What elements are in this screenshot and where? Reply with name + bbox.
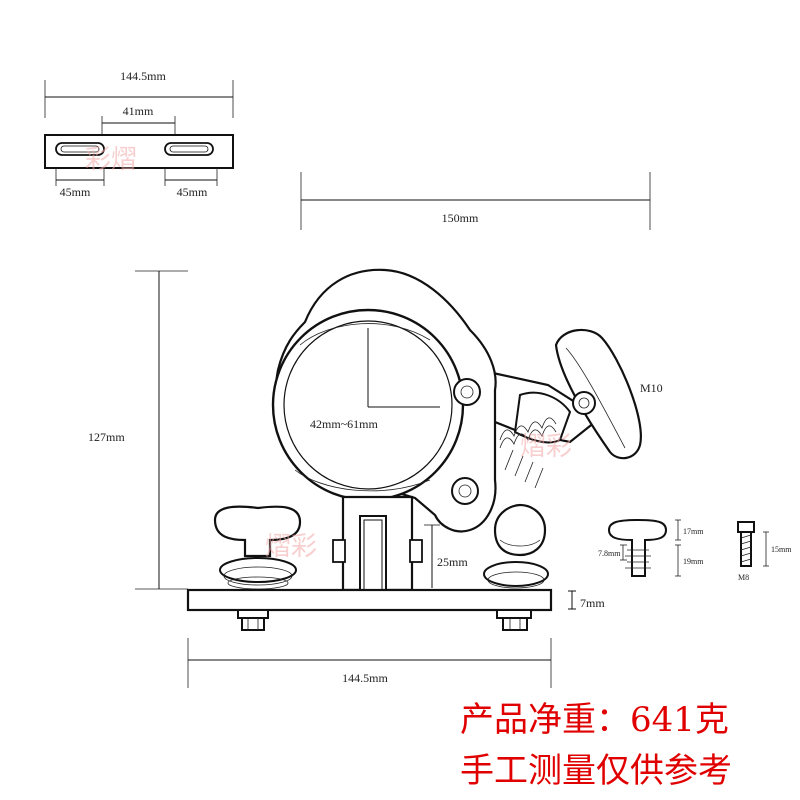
base-plate [186, 588, 553, 612]
post-height-label: 25mm [437, 555, 468, 569]
upper-bolt [453, 378, 481, 406]
bolt-length-label: 15mm [771, 545, 792, 554]
weight-note: 产品净重：641克 [460, 700, 729, 740]
slot-spacing-label: 41mm [123, 104, 154, 118]
knob-bottom-label: 19mm [683, 557, 704, 566]
left-nut [237, 609, 269, 631]
disclaimer-note: 手工测量仅供参考 [460, 751, 732, 791]
left-wing-knob [213, 505, 302, 590]
front-width-label: 150mm [442, 211, 479, 225]
right-slot-label: 45mm [177, 185, 208, 199]
top-view: 144.5mm 41mm 45mm 45mm 彩熠 [44, 69, 234, 199]
bolt-thread-label: M8 [738, 573, 749, 582]
right-nut [496, 609, 532, 631]
knob-detail: 7.8mm 17mm 19mm [598, 518, 704, 577]
knob-width-label: 7.8mm [598, 549, 621, 558]
front-view: 150mm 127mm M10 [88, 172, 663, 688]
right-slot [164, 142, 214, 156]
plate-thickness-label: 7mm [580, 596, 605, 610]
watermark-2: 熠彩 [520, 432, 572, 462]
watermark-3: 熠彩 [265, 532, 317, 562]
right-ball-knob [483, 503, 549, 589]
lower-bolt [451, 477, 479, 505]
left-slot-label: 45mm [60, 185, 91, 199]
knob-thread-label: M10 [640, 381, 663, 395]
height-label: 127mm [88, 430, 125, 444]
top-width-label: 144.5mm [120, 69, 166, 83]
watermark-1: 彩熠 [85, 145, 137, 175]
clamp-range-label: 42mm~61mm [310, 417, 378, 431]
knob-top-label: 17mm [683, 527, 704, 536]
bolt-detail: 15mm M8 [737, 521, 792, 582]
base-width-label: 144.5mm [342, 671, 388, 685]
